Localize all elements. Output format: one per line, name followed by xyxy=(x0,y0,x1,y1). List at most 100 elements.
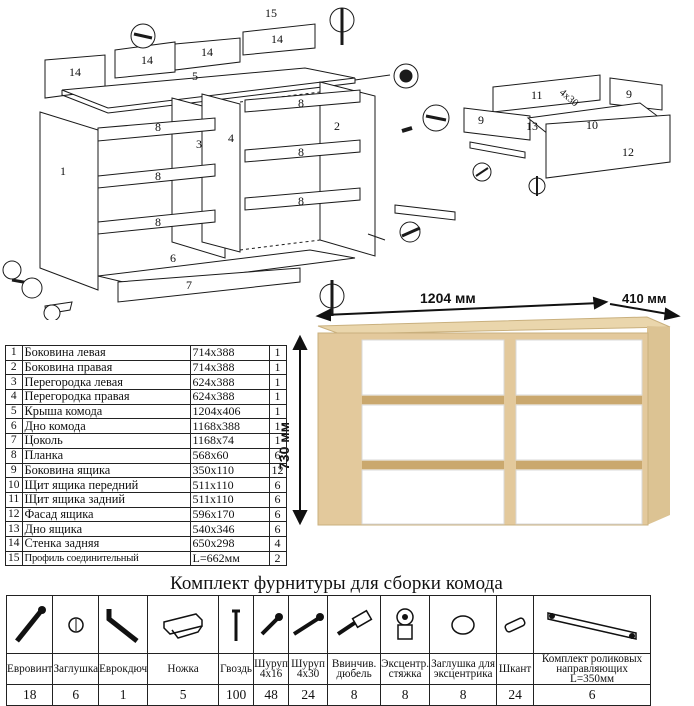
part-number: 2 xyxy=(5,359,23,376)
part-quantity: 6 xyxy=(268,491,287,508)
part-quantity: 1 xyxy=(268,403,287,420)
part-quantity: 2 xyxy=(268,550,287,567)
hardware-quantity: 6 xyxy=(533,684,652,706)
part-label-10: 10 xyxy=(586,118,598,132)
part-size: 714x388 xyxy=(189,345,270,361)
part-label-5: 5 xyxy=(192,69,198,83)
hardware-label: Заглушка xyxy=(52,653,100,685)
part-number: 6 xyxy=(5,418,23,435)
part-number: 5 xyxy=(5,403,23,420)
part-quantity: 6 xyxy=(268,506,287,523)
part-label-2: 2 xyxy=(334,119,340,133)
part-size: 568x60 xyxy=(189,447,270,464)
eurovint-screw-icon xyxy=(14,605,46,643)
part-size: 714x388 xyxy=(189,359,270,376)
part-number: 9 xyxy=(5,462,23,479)
part-name: Боковина правая xyxy=(21,359,191,376)
part-quantity: 12 xyxy=(268,462,287,479)
part-label-12: 12 xyxy=(622,145,634,159)
part-name: Перегородка левая xyxy=(21,374,191,391)
hardware-quantity: 5 xyxy=(147,684,220,706)
hardware-label: Эксцентр. стяжка xyxy=(380,653,431,685)
part-label-14a: 14 xyxy=(69,65,81,79)
part-size: L=662мм xyxy=(189,550,270,567)
part-number: 8 xyxy=(5,447,23,464)
part-name: Боковина левая xyxy=(21,345,191,361)
part-name: Крыша комода xyxy=(21,403,191,420)
hw-icon-cell xyxy=(218,595,255,654)
part-name: Дно комода xyxy=(21,418,191,435)
part-name: Планка xyxy=(21,447,191,464)
hardware-quantity: 8 xyxy=(327,684,382,706)
drawer-assembly xyxy=(422,74,671,196)
depth-dimension-label: 410 мм xyxy=(622,291,667,306)
part-label-14b: 14 xyxy=(141,53,153,67)
wood-dowel-icon xyxy=(504,616,526,633)
part-name: Цоколь xyxy=(21,433,191,449)
part-label-15: 15 xyxy=(265,6,277,20)
hw-icon-cell xyxy=(5,595,54,654)
part-size: 624x388 xyxy=(189,389,270,405)
part-label-8a: 8 xyxy=(155,120,161,134)
part-name: Перегородка правая xyxy=(21,389,191,405)
part-name: Боковина ящика xyxy=(21,462,191,479)
part-size: 624x388 xyxy=(189,374,270,391)
part-size: 650x298 xyxy=(189,535,270,552)
hardware-quantity: 1 xyxy=(98,684,149,706)
part-size: 511x110 xyxy=(189,491,270,508)
part-label-9b: 9 xyxy=(626,87,632,101)
part-name: Дно ящика xyxy=(21,521,191,537)
hardware-quantity: 48 xyxy=(253,684,290,706)
part-number: 4 xyxy=(5,389,23,405)
part-label-7: 7 xyxy=(186,278,192,292)
screw-in-dowel-icon xyxy=(336,609,373,636)
hex-key-icon xyxy=(106,608,139,643)
part-label-6: 6 xyxy=(170,251,176,265)
hardware-label: Ножка xyxy=(147,653,220,685)
hw-icon-cell xyxy=(496,595,535,654)
part-size: 1168x74 xyxy=(189,433,270,449)
part-quantity: 6 xyxy=(268,447,287,464)
part-label-1: 1 xyxy=(60,164,66,178)
exploded-assembly-diagram: 1 2 3 4 5 6 7 8 8 8 8 8 8 9 9 10 11 12 1… xyxy=(2,6,671,320)
part-label-3: 3 xyxy=(196,137,202,151)
part-size: 350x110 xyxy=(189,462,270,479)
hw-icon-cell xyxy=(533,595,652,654)
hardware-label: Еврокдюч xyxy=(98,653,149,685)
dimension-arrows xyxy=(292,296,681,526)
hw-icon-cell xyxy=(327,595,382,654)
part-number: 1 xyxy=(5,345,23,361)
hardware-label: Шкант xyxy=(496,653,535,685)
hw-icon-cell xyxy=(429,595,498,654)
part-label-14c: 14 xyxy=(201,45,213,59)
left-side-panel xyxy=(39,111,99,291)
part-number: 11 xyxy=(5,491,23,508)
part-label-14d: 14 xyxy=(271,32,283,46)
part-label-8b: 8 xyxy=(155,169,161,183)
hardware-quantity: 24 xyxy=(288,684,329,706)
part-number: 14 xyxy=(5,535,23,552)
part-quantity: 6 xyxy=(268,477,287,493)
hardware-label: Комплект роликовых направляющих L=350мм xyxy=(533,653,652,685)
hw-icon-cell xyxy=(288,595,329,654)
part-number: 13 xyxy=(5,521,23,537)
hardware-quantity: 8 xyxy=(429,684,498,706)
rail-strips xyxy=(97,89,361,235)
hardware-quantity: 100 xyxy=(218,684,255,706)
part-quantity: 4 xyxy=(268,535,287,552)
part-quantity: 1 xyxy=(268,359,287,376)
hw-icon-cell xyxy=(98,595,149,654)
right-side-panel xyxy=(319,81,376,257)
part-label-8e: 8 xyxy=(298,145,304,159)
hardware-label: Заглушка для эксцентрика xyxy=(429,653,498,685)
eccentric-cap-icon xyxy=(451,614,475,635)
part-name: Щит ящика задний xyxy=(21,491,191,508)
short-screw-icon xyxy=(260,612,284,635)
hw-icon-cell xyxy=(147,595,220,654)
